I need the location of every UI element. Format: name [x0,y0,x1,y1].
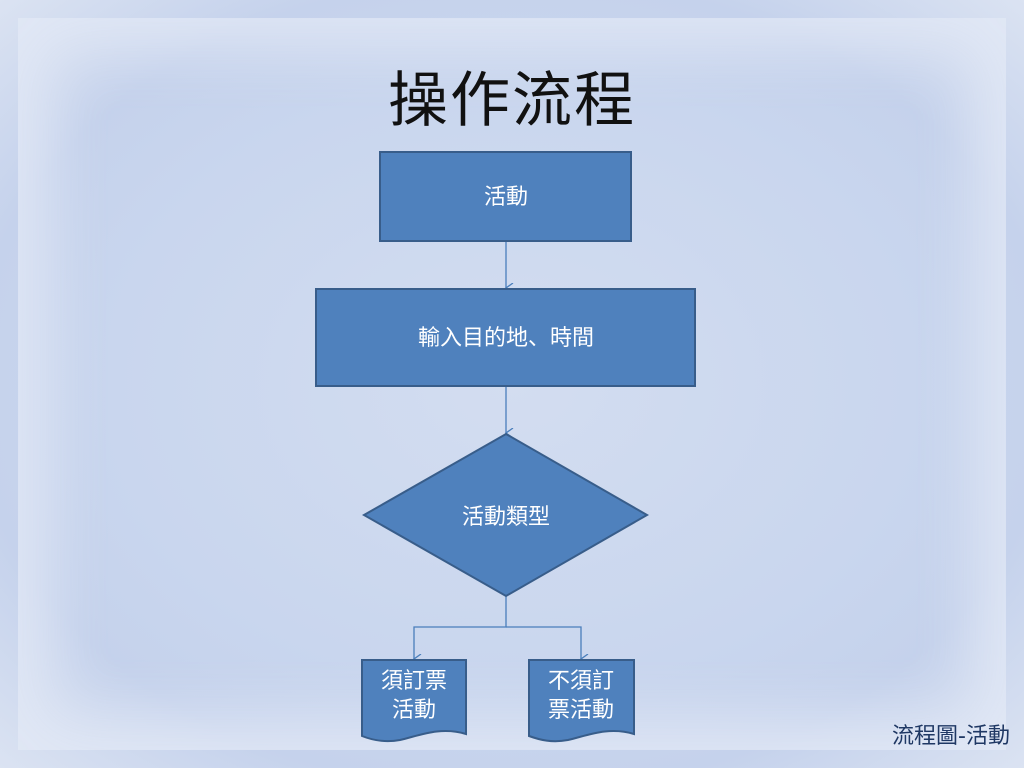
flow-node-no-ticket: 不須訂 票活動 [528,659,635,743]
flow-node-no-ticket-line1: 不須訂 [548,669,614,694]
flow-node-decision: 活動類型 [361,432,650,598]
flow-node-ticket-required: 須訂票 活動 [361,659,467,743]
flow-node-decision-label: 活動類型 [462,505,550,530]
slide-title: 操作流程 [388,66,636,136]
flow-node-ticket-required-line1: 須訂票 [381,669,447,694]
flow-node-ticket-required-line2: 活動 [392,698,436,723]
connector-type-to-no-ticket [506,626,581,659]
connector-type-to-ticket [414,596,507,659]
flow-node-input-label: 輸入目的地、時間 [418,326,594,351]
flow-node-activity-label: 活動 [484,185,528,210]
footer-caption: 流程圖-活動 [892,724,1010,749]
flow-node-input: 輸入目的地、時間 [315,288,696,387]
flow-node-activity: 活動 [379,151,632,242]
flow-node-no-ticket-line2: 票活動 [548,698,614,723]
